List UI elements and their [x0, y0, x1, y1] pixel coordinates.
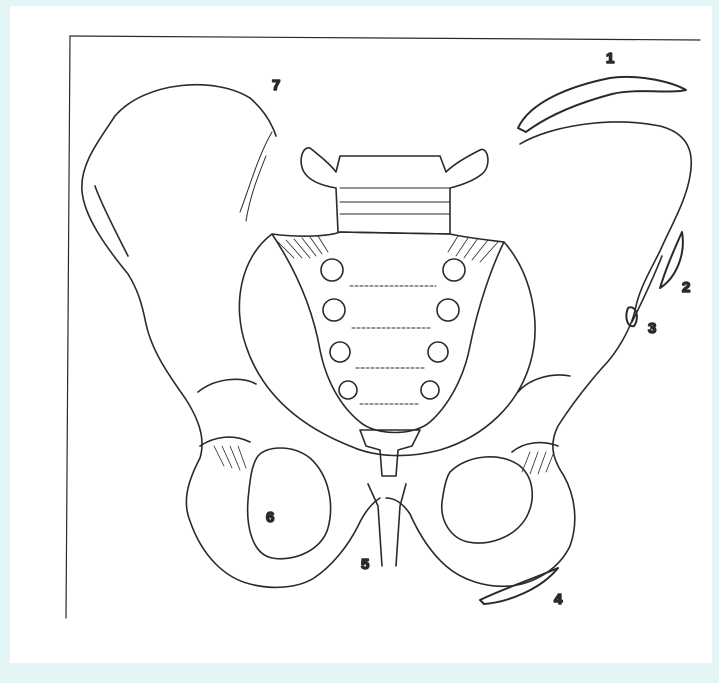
- sacral-foramina: [321, 259, 465, 399]
- left-hip-bone: [82, 85, 380, 588]
- label-1: 1: [606, 50, 614, 67]
- pelvic-inlet: [239, 234, 535, 456]
- label-3: 3: [648, 320, 656, 337]
- left-wing-medial-edge: [250, 98, 276, 136]
- figure-page: 1 2 3 4 5 6 7: [10, 6, 712, 663]
- sacrum-top-detail: [340, 188, 450, 214]
- frame-left-line: [66, 36, 70, 618]
- label-5: 5: [361, 556, 369, 573]
- fragment-2: [660, 232, 683, 288]
- sacral-transverse-ridges: [350, 286, 436, 404]
- right-hip-bone: [386, 122, 691, 586]
- fragment-1: [518, 77, 686, 132]
- frame-top-line: [70, 36, 700, 40]
- left-iliac-crest-inner: [95, 186, 128, 256]
- label-7: 7: [272, 77, 280, 94]
- sacrum-top: [301, 148, 488, 234]
- left-obturator-foramen: [248, 448, 331, 559]
- sacral-ala-hatching: [278, 236, 498, 262]
- left-acetabulum-rim: [198, 379, 256, 446]
- right-obturator-foramen: [442, 457, 533, 543]
- sacrum-body: [272, 232, 504, 433]
- left-ala-fracture-line: [240, 132, 272, 221]
- label-4: 4: [554, 591, 563, 608]
- label-2: 2: [682, 279, 690, 296]
- pubic-symphysis: [368, 484, 406, 566]
- label-6: 6: [266, 509, 274, 526]
- pelvis-illustration: 1 2 3 4 5 6 7: [10, 6, 712, 663]
